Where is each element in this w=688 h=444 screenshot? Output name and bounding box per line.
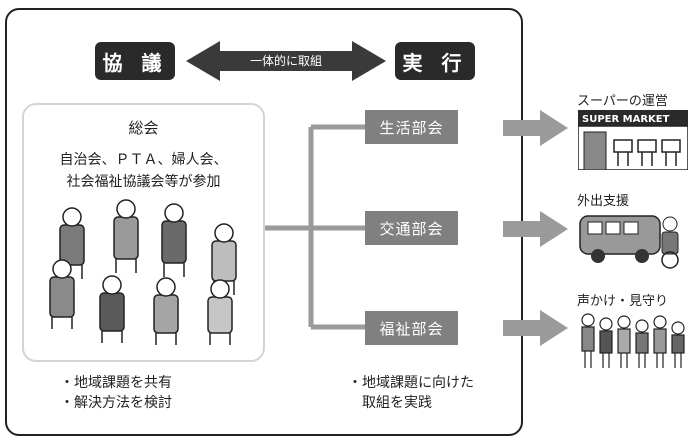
- assembly-title: 総会: [128, 119, 159, 137]
- double-arrow: [186, 41, 386, 81]
- people-illustration: [581, 313, 685, 368]
- result-outing-label: 外出支援: [577, 194, 630, 209]
- dept-welfare: 福祉部会: [365, 311, 458, 345]
- supermarket-sign-text: SUPER MARKET: [582, 114, 670, 125]
- general-assembly-box: 総会 自治会、ＰＴＡ、婦人会、 社会福祉協議会等が参加: [22, 103, 265, 362]
- dept-living: 生活部会: [365, 110, 458, 144]
- assembly-line-1: 自治会、ＰＴＡ、婦人会、: [59, 152, 228, 168]
- assembly-line-2: 社会福祉協議会等が参加: [66, 174, 221, 190]
- meeting-illustration: [49, 199, 237, 345]
- deliberation-label: 協 議: [95, 42, 175, 80]
- dept-transport: 交通部会: [365, 211, 458, 245]
- arrow-label: 一体的に取組: [249, 54, 322, 68]
- result-supermarket-label: スーパーの運営: [577, 94, 668, 109]
- supermarket-illustration: SUPER MARKET: [578, 110, 688, 170]
- left-bullet-2: ・解決方法を検討: [60, 395, 172, 411]
- right-bullet-2: 取組を実践: [348, 395, 432, 411]
- left-bullet-1: ・地域課題を共有: [60, 375, 172, 391]
- bus-illustration: [579, 215, 679, 269]
- result-watch-label: 声かけ・見守り: [577, 294, 669, 309]
- execution-label: 実 行: [395, 42, 475, 80]
- right-bullet-1: ・地域課題に向けた: [348, 375, 474, 391]
